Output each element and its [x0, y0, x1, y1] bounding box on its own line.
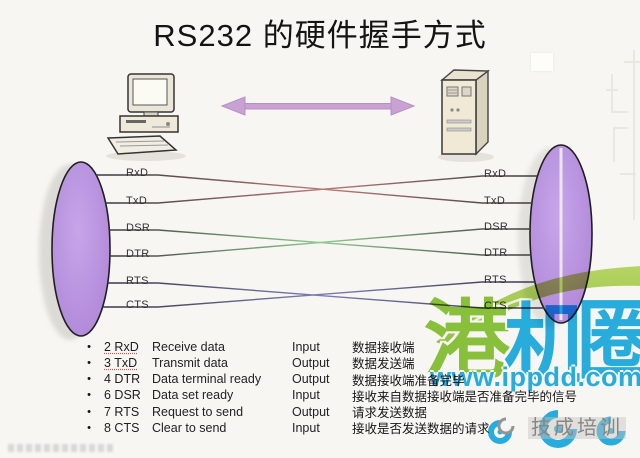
- description-cell: 接收是否发送数据的请求: [352, 422, 490, 437]
- wire-dsr-dtr: [109, 228, 530, 257]
- background-artifact-box: [531, 53, 553, 71]
- signal-label-left-dsr: DSR: [126, 222, 151, 234]
- bullet: •: [87, 421, 91, 434]
- bullet: •: [87, 356, 91, 369]
- pin-cell: 6 DSR: [104, 388, 141, 403]
- signal-label-left-dtr: DTR: [126, 248, 150, 260]
- signal-name-cell: Data terminal ready: [152, 372, 262, 387]
- direction-cell: Output: [292, 404, 330, 419]
- signal-label-right-txd: TxD: [484, 195, 506, 207]
- pin-cell: 8 CTS: [104, 420, 140, 435]
- desktop-computer-icon: [106, 73, 186, 161]
- signal-label-right-cts: CTS: [484, 300, 507, 312]
- bullet: •: [87, 389, 91, 402]
- signal-label-right-rts: RTS: [484, 274, 507, 286]
- left-connector-ellipse: [51, 161, 111, 337]
- signal-label-left-txd: TxD: [126, 195, 148, 207]
- computer-case: [119, 115, 179, 133]
- description-cell: 数据接收端准备完毕: [352, 373, 465, 388]
- page-title: RS232 的硬件握手方式: [153, 18, 487, 53]
- pin-cell: 3 TxD: [104, 355, 138, 370]
- bullet: •: [87, 340, 91, 353]
- table-row: • 2 RxD Receive data Input 数据接收端: [80, 337, 638, 356]
- signal-label-right-dtr: DTR: [484, 247, 508, 259]
- illegible-copyright-text: [8, 444, 114, 452]
- pin-cell: 7 RTS: [104, 404, 140, 419]
- signal-label-right-rxd: RxD: [484, 168, 507, 180]
- table-row: • 8 CTS Clear to send Input 接收是否发送数据的请求: [80, 418, 638, 437]
- monitor: [127, 73, 175, 117]
- wire-rts-cts: [107, 282, 544, 309]
- bullet: •: [87, 405, 91, 418]
- keyboard: [106, 135, 178, 155]
- table-row: • 4 DTR Data terminal ready Output 数据接收端准备完毕: [80, 370, 638, 388]
- direction-cell: Output: [292, 355, 330, 370]
- description-cell: 数据发送端: [352, 357, 415, 372]
- table-row: • 3 TxD Transmit data Output 数据发送端: [80, 353, 638, 372]
- description-cell: 接收来自数据接收端是否准备完毕的信号: [352, 389, 578, 404]
- bullet: •: [87, 373, 91, 386]
- pin-cell: 4 DTR: [104, 372, 141, 387]
- signal-label-left-rts: RTS: [126, 275, 149, 287]
- server-tower-icon: [438, 69, 494, 162]
- wire-rxd-txd: [96, 174, 532, 204]
- description-cell: 数据接收端: [352, 341, 415, 355]
- signal-label-left-rxd: RxD: [126, 167, 149, 179]
- table-row: • 6 DSR Data set ready Input 接收来自数据接收端是否准备完毕…: [80, 386, 638, 404]
- table-row: • 7 RTS Request to send Output 请求发送数据: [80, 402, 638, 421]
- description-cell: 请求发送数据: [352, 406, 428, 421]
- signal-name-cell: Data set ready: [152, 388, 234, 403]
- tower-body: [440, 69, 491, 156]
- wire-rts-cts: [102, 281, 535, 308]
- signal-name-cell: Transmit data: [152, 355, 228, 370]
- signal-name-cell: Request to send: [152, 404, 244, 419]
- signal-name-cell: Clear to send: [152, 420, 227, 435]
- background-circuit-traces: [606, 50, 640, 220]
- signal-label-left-cts: CTS: [126, 299, 149, 311]
- direction-cell: Output: [292, 372, 330, 387]
- signal-name-cell: Receive data: [152, 339, 225, 354]
- direction-cell: Input: [292, 339, 320, 354]
- direction-cell: Input: [292, 420, 320, 435]
- pin-cell: 2 RxD: [104, 339, 139, 354]
- wire-rxd-txd: [105, 175, 538, 204]
- signal-label-right-dsr: DSR: [484, 221, 509, 233]
- direction-cell: Input: [292, 388, 320, 403]
- bidirectional-arrow-icon: [220, 96, 416, 116]
